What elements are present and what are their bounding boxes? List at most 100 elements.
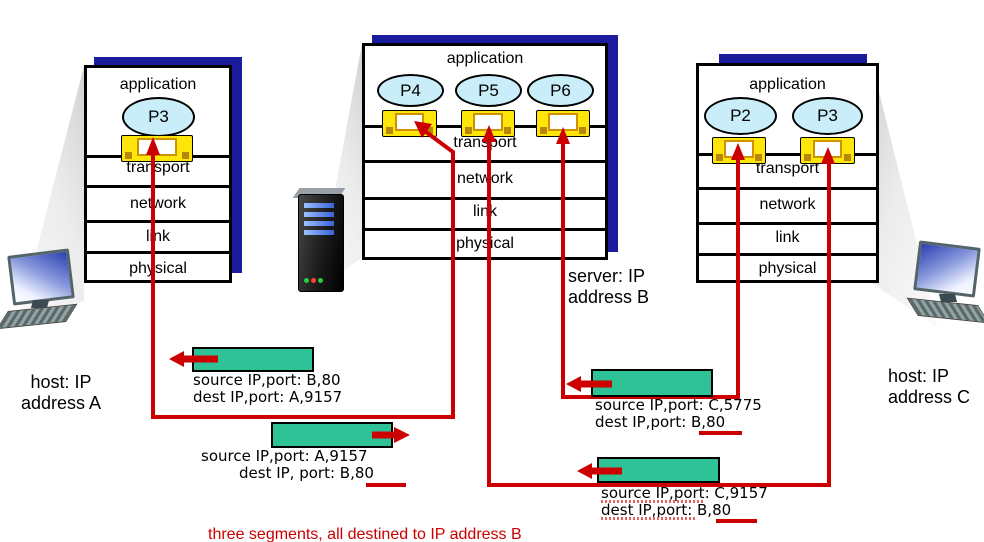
layer-label-network: network — [759, 196, 816, 213]
socket-opening — [473, 113, 503, 131]
footer-note: three segments, all destined to IP addre… — [208, 526, 522, 542]
layer-divider — [87, 251, 229, 254]
port-80-underline-seg2 — [366, 483, 406, 487]
segment-dest-line: dest IP, port: B,80 — [239, 464, 374, 482]
layer-divider — [87, 220, 229, 223]
segment-box-c5775-b80 — [591, 369, 713, 397]
socket-pin — [844, 154, 851, 161]
socket-icon-a — [121, 135, 193, 162]
segment-label-3: source IP,port: C,5775 dest IP,port: B,8… — [595, 397, 762, 431]
segment-source-line: source IP,port: A,9157 — [201, 447, 368, 465]
process-label: P4 — [400, 80, 421, 100]
segment-source-line: source IP,port: C,5775 — [595, 396, 762, 414]
layer-label-application: application — [446, 50, 524, 67]
monitor-icon — [7, 248, 75, 306]
socket-pin — [125, 152, 132, 159]
segment-source-line: source IP,port: B,80 — [193, 371, 341, 389]
segment-dest-line: dest IP,port: B,80 — [595, 413, 726, 431]
process-oval-p6: P6 — [527, 74, 594, 107]
socket-opening — [812, 140, 843, 158]
process-label: P3 — [817, 106, 838, 125]
layer-label-application: application — [119, 76, 197, 93]
server-front-face — [298, 194, 344, 292]
host-c-label-line2: address C — [888, 387, 971, 407]
layer-label-physical: physical — [129, 260, 187, 277]
server-stripe — [304, 230, 334, 235]
server-tower-icon — [292, 188, 346, 292]
layer-label-link: link — [775, 229, 800, 246]
server-b-label-line2: address B — [568, 287, 650, 307]
layer-label-network: network — [456, 170, 514, 187]
segment-dest-line: dest IP,port: B,80 — [601, 501, 732, 519]
stack-shadow-c — [719, 54, 867, 65]
host-c-label-line1: host: IP — [888, 366, 950, 386]
layer-divider — [365, 160, 605, 163]
squiggle-underline — [601, 500, 703, 503]
server-b-label: server: IP address B — [568, 266, 649, 308]
layer-divider — [699, 187, 876, 190]
socket-pin — [465, 127, 472, 134]
layer-label-physical: physical — [758, 260, 817, 277]
socket-pin — [540, 127, 547, 134]
monitor-icon — [913, 240, 981, 298]
host-a-label: host: IP address A — [5, 372, 117, 414]
layer-divider — [87, 185, 229, 188]
segment-arrowhead-left-1 — [169, 351, 184, 367]
socket-icon-p6 — [536, 110, 590, 137]
process-oval-p2-c: P2 — [704, 97, 777, 135]
process-label: P3 — [148, 107, 169, 126]
layer-divider — [365, 228, 605, 231]
server-stripe — [304, 203, 334, 208]
segment-dest-line: dest IP,port: A,9157 — [193, 388, 343, 406]
server-b-label-line1: server: IP — [568, 266, 646, 286]
server-stripe — [304, 221, 334, 226]
segment-source-line: source IP,port: C,9157 — [601, 484, 768, 502]
process-oval-p5: P5 — [455, 74, 522, 107]
socket-pin — [504, 127, 511, 134]
keyboard-icon — [906, 297, 984, 324]
squiggle-underline — [601, 517, 696, 520]
socket-icon-p5 — [461, 110, 515, 137]
socket-icon-p4 — [382, 110, 437, 137]
host-c-label: host: IP address C — [888, 366, 970, 408]
process-label: P5 — [478, 80, 499, 100]
socket-opening — [724, 140, 754, 158]
layer-divider — [365, 197, 605, 200]
socket-pin — [579, 127, 586, 134]
segment-arrowhead-left-3 — [566, 376, 581, 392]
host-a-label-line2: address A — [20, 393, 102, 413]
keyboard-icon — [0, 303, 78, 330]
socket-opening — [548, 113, 578, 131]
socket-pin — [426, 127, 433, 134]
protocol-stack-host-c: application transport network link physi… — [696, 63, 879, 283]
socket-icon-c-p2 — [712, 137, 766, 164]
segment-box-a9157-b80 — [271, 422, 393, 448]
server-led — [311, 278, 316, 283]
socket-opening — [137, 138, 177, 156]
socket-pin — [182, 152, 189, 159]
segment-box-c9157-b80 — [597, 457, 720, 483]
socket-opening — [394, 113, 425, 131]
desktop-computer-icon-a — [0, 248, 82, 334]
segment-box-b80-a9157 — [192, 347, 314, 372]
socket-pin — [804, 154, 811, 161]
port-80-underline-seg4 — [716, 519, 757, 523]
desktop-computer-icon-c — [904, 238, 984, 330]
segment-label-4: source IP,port: C,9157 dest IP,port: B,8… — [601, 485, 768, 519]
socket-icon-c-p3 — [800, 137, 855, 164]
server-stripe — [304, 212, 334, 217]
layer-divider — [699, 222, 876, 225]
layer-divider — [699, 253, 876, 256]
layer-label-physical: physical — [456, 235, 514, 252]
segment-arrowhead-right-2 — [394, 427, 410, 443]
process-oval-p3-a: P3 — [122, 97, 195, 137]
layer-label-link: link — [145, 228, 170, 245]
port-80-underline-seg3 — [699, 431, 742, 435]
segment-arrowhead-left-4 — [577, 463, 592, 479]
process-label: P2 — [730, 106, 751, 125]
socket-pin — [755, 154, 762, 161]
server-led — [318, 278, 323, 283]
process-oval-p3-c: P3 — [792, 97, 863, 135]
process-oval-p4: P4 — [377, 74, 444, 107]
